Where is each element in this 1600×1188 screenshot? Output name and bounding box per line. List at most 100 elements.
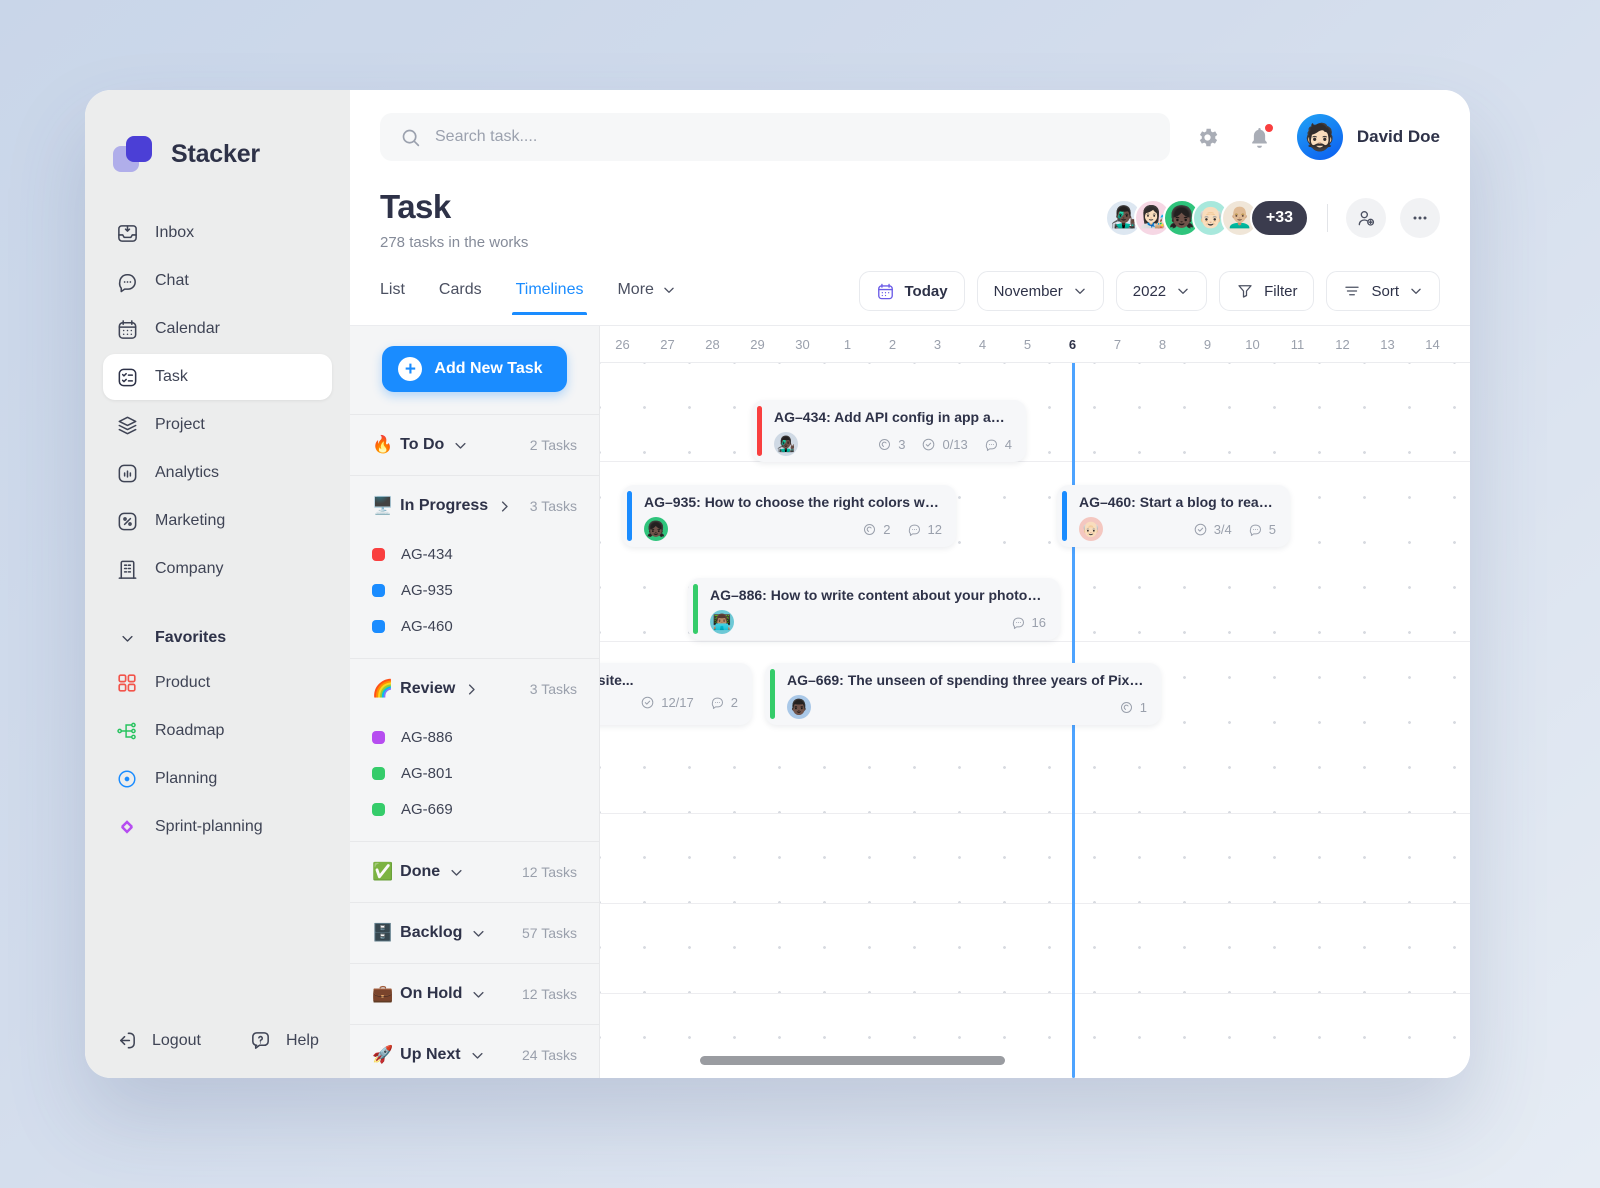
notifications-button[interactable]	[1245, 122, 1275, 152]
year-selector[interactable]: 2022	[1115, 271, 1208, 311]
timeline-day-label: 26	[615, 336, 630, 352]
timeline-task-card[interactable]: AG–886: How to write content about your …	[688, 578, 1060, 640]
page-title: Task	[380, 188, 451, 225]
list-item[interactable]: AG-434	[350, 536, 599, 572]
logout-button[interactable]: Logout	[115, 1029, 201, 1052]
horizontal-scrollbar[interactable]	[700, 1056, 1005, 1065]
timeline-day-label: 27	[660, 336, 675, 352]
chevron-down-icon[interactable]	[471, 926, 486, 941]
members-area: 👨🏿‍🎤 👩🏻‍🎨 👧🏿 👴🏻 👨🏼‍🦲 +33	[1104, 188, 1440, 238]
task-color-dot	[372, 619, 385, 633]
add-new-task-button[interactable]: + Add New Task	[382, 346, 567, 392]
group-emoji-icon: 💼	[372, 984, 394, 1003]
tab-list[interactable]: List	[380, 281, 405, 298]
filter-button[interactable]: Filter	[1219, 271, 1315, 311]
list-item[interactable]: AG-935	[350, 572, 599, 608]
favorites-section-toggle[interactable]: Favorites	[85, 616, 350, 660]
add-person-icon	[1356, 208, 1376, 228]
sidebar-item-label: Project	[155, 416, 205, 433]
help-button[interactable]: Help	[249, 1029, 319, 1052]
timeline-task-card[interactable]: AG–434: Add API config in app and web...…	[752, 400, 1026, 462]
avatar: 👨🏿‍🎤	[1104, 199, 1143, 237]
sidebar-item-label: Analytics	[155, 464, 220, 481]
task-color-bar	[1062, 491, 1067, 541]
user-menu[interactable]: 🧔🏻 David Doe	[1296, 114, 1440, 160]
logout-label: Logout	[152, 1031, 201, 1049]
sidebar-item-label: Marketing	[155, 512, 226, 529]
top-bar-actions: 🧔🏻 David Doe	[1193, 114, 1440, 160]
today-button[interactable]: Today	[858, 271, 965, 311]
timeline-task-card[interactable]: AG–669: The unseen of spending three yea…	[765, 663, 1161, 725]
task-card-title: AG–669: The unseen of spending three yea…	[787, 672, 1147, 688]
month-selector[interactable]: November	[976, 271, 1104, 311]
chevron-down-icon[interactable]	[470, 1048, 485, 1063]
chat-icon	[115, 269, 139, 293]
list-item[interactable]: AG-669	[350, 791, 599, 827]
sidebar-item-company[interactable]: Company	[103, 546, 332, 592]
sidebar-item-label: Inbox	[155, 224, 195, 241]
chevron-down-icon[interactable]	[453, 438, 468, 453]
group-emoji-icon: 🚀	[372, 1045, 394, 1064]
members-more-count[interactable]: +33	[1249, 199, 1309, 237]
sidebar-item-inbox[interactable]: Inbox	[103, 210, 332, 256]
avatar: 👨🏿‍🎤	[774, 432, 798, 456]
member-avatars[interactable]: 👨🏿‍🎤 👩🏻‍🎨 👧🏿 👴🏻 👨🏼‍🦲 +33	[1104, 199, 1309, 237]
sidebar-item-label: Calendar	[155, 320, 220, 337]
more-options-button[interactable]	[1400, 198, 1440, 238]
tab-timelines[interactable]: Timelines	[511, 281, 588, 315]
sidebar-item-sprint-planning[interactable]: Sprint-planning	[103, 804, 332, 850]
task-color-bar	[693, 584, 698, 634]
view-toolbar: List Cards Timelines More Today November	[350, 251, 1470, 325]
view-tabs: List Cards Timelines More	[380, 281, 676, 315]
sidebar-item-chat[interactable]: Chat	[103, 258, 332, 304]
chevron-down-icon[interactable]	[449, 865, 464, 880]
sort-button[interactable]: Sort	[1326, 271, 1440, 311]
task-id-label: AG-935	[401, 581, 453, 599]
task-group-name: In Progress	[400, 497, 489, 514]
settings-button[interactable]	[1193, 122, 1223, 152]
attachments-count: 1	[1119, 700, 1147, 715]
sidebar-item-planning[interactable]: Planning	[103, 756, 332, 802]
timeline-day-label: 9	[1203, 336, 1212, 352]
list-item[interactable]: AG-801	[350, 755, 599, 791]
sidebar-item-roadmap[interactable]: Roadmap	[103, 708, 332, 754]
sidebar-item-task[interactable]: Task	[103, 354, 332, 400]
timeline-day-label: 14	[1425, 336, 1440, 352]
tab-cards[interactable]: Cards	[438, 281, 482, 298]
sidebar-item-project[interactable]: Project	[103, 402, 332, 448]
sidebar-item-marketing[interactable]: Marketing	[103, 498, 332, 544]
group-emoji-icon: 🔥	[372, 435, 394, 454]
add-person-button[interactable]	[1346, 198, 1386, 238]
list-item[interactable]: AG-460	[350, 608, 599, 644]
avatar: 🧔🏻	[1296, 114, 1343, 160]
timeline-day-label: 3	[933, 336, 942, 352]
tab-more[interactable]: More	[617, 281, 675, 315]
search-bar[interactable]	[380, 113, 1170, 161]
year-label: 2022	[1132, 282, 1167, 300]
sidebar-item-product[interactable]: Product	[103, 660, 332, 706]
search-input[interactable]	[435, 128, 1150, 146]
favorites-nav: Product Roadmap Planning Sprint-planning	[85, 660, 350, 850]
timeline-task-card[interactable]: AG–460: Start a blog to reach your...👴🏻3…	[1057, 485, 1290, 547]
timeline-task-card[interactable]: How to design your site...12/172	[600, 663, 752, 725]
chevron-right-icon[interactable]	[497, 499, 512, 514]
sidebar-item-calendar[interactable]: Calendar	[103, 306, 332, 352]
list-item[interactable]: AG-886	[350, 719, 599, 755]
chevron-right-icon[interactable]	[464, 682, 479, 697]
timeline-day-label: 12	[1335, 336, 1350, 352]
diamonds-icon	[115, 815, 139, 839]
sidebar-item-analytics[interactable]: Analytics	[103, 450, 332, 496]
timeline-task-card[interactable]: AG–935: How to choose the right colors w…	[622, 485, 956, 547]
chevron-down-icon[interactable]	[471, 987, 486, 1002]
ellipsis-icon	[1410, 208, 1430, 228]
calendar-icon	[876, 282, 895, 301]
sidebar-item-label: Product	[155, 674, 211, 691]
